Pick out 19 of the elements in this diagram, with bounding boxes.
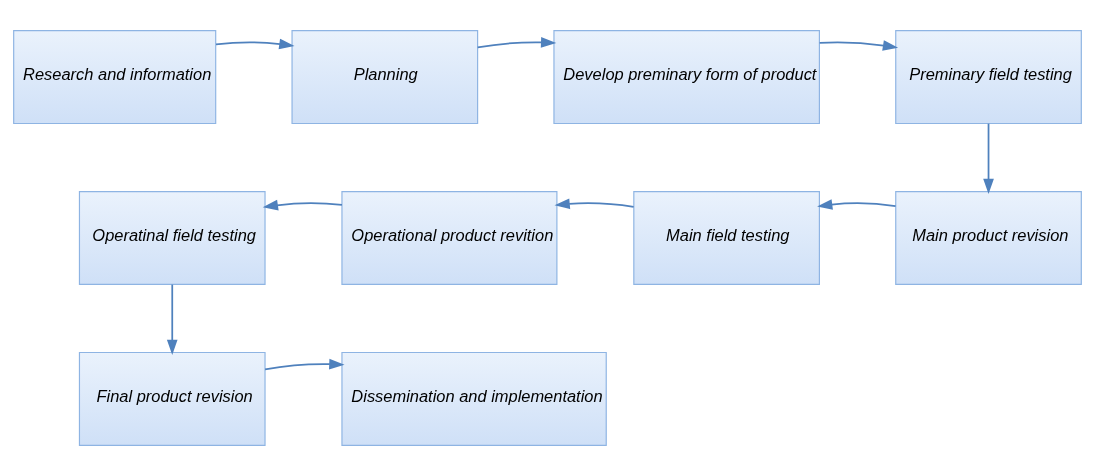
node-box: Planning [291, 30, 479, 125]
arrow [166, 283, 178, 355]
node-box: Preminary field testing [895, 30, 1082, 125]
node-box: Operational product revition [341, 191, 558, 285]
node-box: Research and information [13, 30, 217, 125]
arrow [476, 36, 557, 49]
node-box: Develop preminary form of product [553, 30, 820, 125]
node-box: Main field testing [633, 191, 820, 285]
arrow [983, 122, 994, 195]
arrow [262, 199, 343, 211]
node-box: Final product revision [78, 351, 266, 446]
arrow [818, 40, 899, 51]
node-box: Dissemination and implementation [341, 351, 607, 446]
arrow [215, 38, 295, 50]
arrow [554, 198, 635, 210]
node-box: Operatinal field testing [78, 191, 266, 285]
arrow [264, 358, 345, 371]
arrow [817, 199, 897, 210]
node-box: Main product revision [895, 191, 1082, 285]
